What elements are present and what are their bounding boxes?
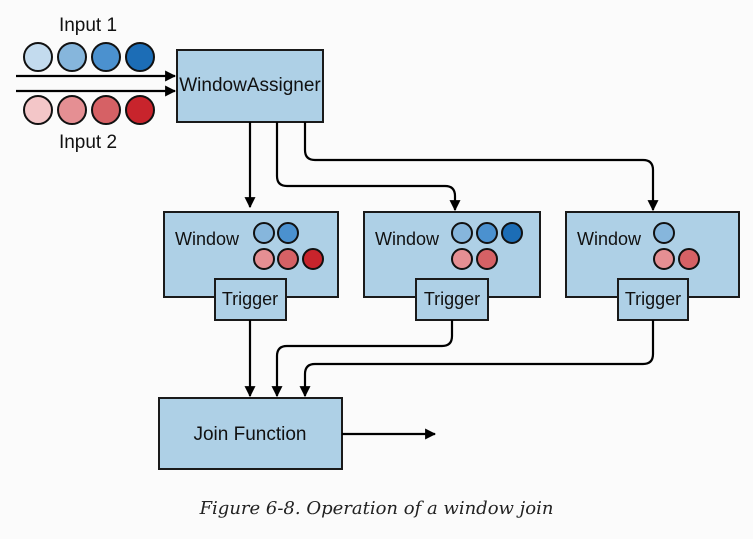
input-2-element xyxy=(125,95,155,125)
window-2-trigger-label: Trigger xyxy=(424,289,480,309)
join-function-label: Join Function xyxy=(193,424,306,445)
window-2-label: Window xyxy=(375,229,440,249)
input-1-stream xyxy=(23,42,155,72)
window-2-element xyxy=(476,222,498,244)
input-2-element xyxy=(91,95,121,125)
window-1-node: Window Trigger xyxy=(163,211,339,321)
window-1-element xyxy=(277,222,299,244)
window-2-node: Window Trigger xyxy=(363,211,541,321)
window-1-element xyxy=(302,248,324,270)
window-1-trigger xyxy=(214,278,287,321)
window-3-element xyxy=(653,222,675,244)
window-3-label: Window xyxy=(577,229,642,249)
window-1-trigger-label: Trigger xyxy=(222,289,278,309)
window-3-node: Window Trigger xyxy=(565,211,740,321)
window-3-element xyxy=(653,248,675,270)
window-3-trigger xyxy=(617,278,689,321)
window-1-element xyxy=(253,248,275,270)
assigner-to-window-3-arrow xyxy=(303,122,659,212)
input-1-element xyxy=(91,42,121,72)
window-2-element xyxy=(451,222,473,244)
input-2-label: Input 2 xyxy=(59,132,117,153)
assigner-to-window-2-arrow xyxy=(275,122,461,212)
input-1-element xyxy=(57,42,87,72)
join-function-node: Join Function xyxy=(158,397,343,470)
window-2-element xyxy=(451,248,473,270)
window-assigner-label: WindowAssigner xyxy=(179,75,321,96)
window-1-label: Window xyxy=(175,229,240,249)
window-assigner-node: WindowAssigner xyxy=(176,49,324,123)
window-3-trigger-label: Trigger xyxy=(625,289,681,309)
window-1-element xyxy=(277,248,299,270)
input-1-element xyxy=(23,42,53,72)
window-2-element xyxy=(476,248,498,270)
window-1-element xyxy=(253,222,275,244)
input-1-element xyxy=(125,42,155,72)
trigger-2-to-join-arrow xyxy=(271,320,454,398)
input-2-element xyxy=(23,95,53,125)
input-2-stream xyxy=(23,95,155,125)
window-3-element xyxy=(678,248,700,270)
input-1-label: Input 1 xyxy=(59,15,117,36)
trigger-3-to-join-arrow xyxy=(299,320,655,398)
input-2-element xyxy=(57,95,87,125)
figure-caption: Figure 6-8. Operation of a window join xyxy=(199,498,554,519)
window-2-element xyxy=(501,222,523,244)
